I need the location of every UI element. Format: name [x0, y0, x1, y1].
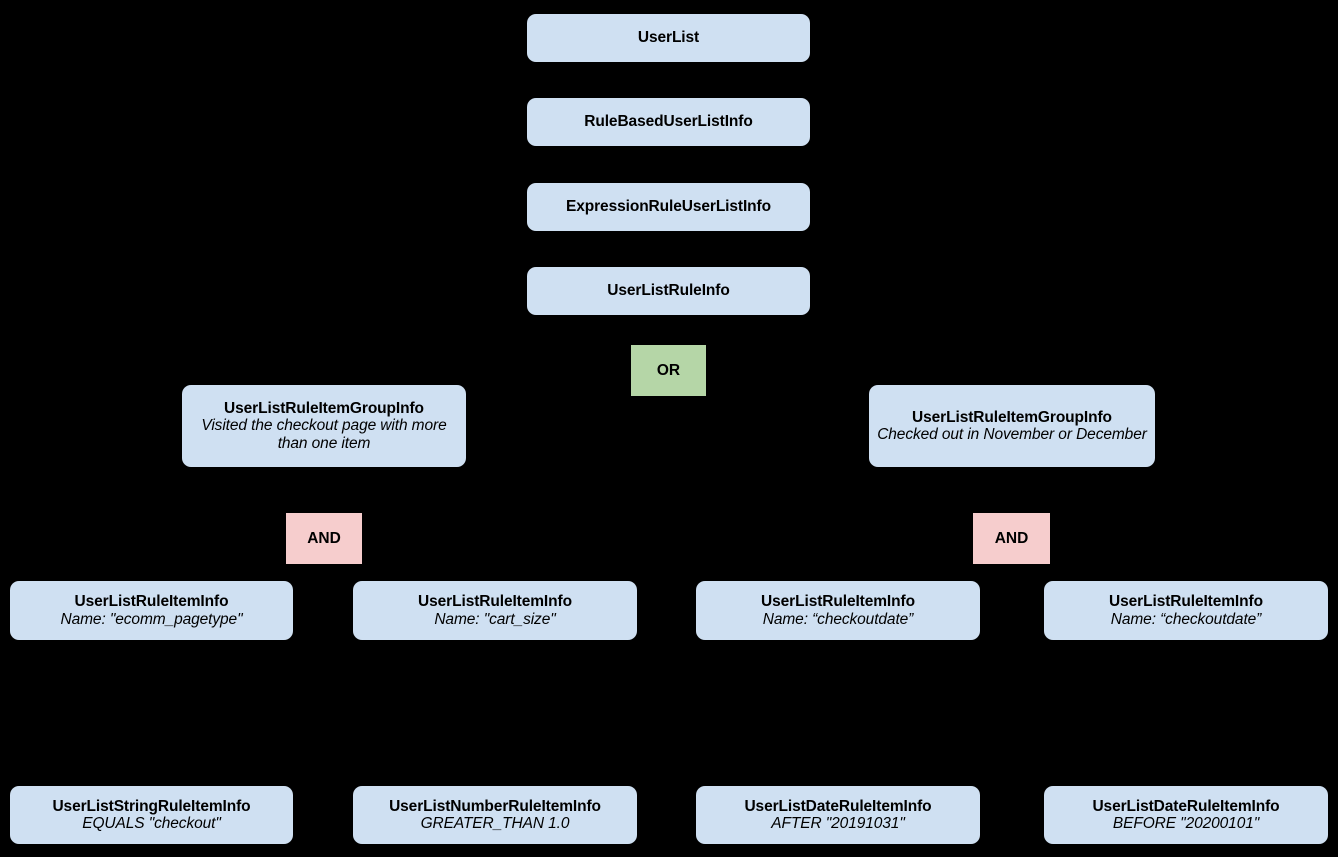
node-group-left[interactable]: UserListRuleItemGroupInfo Visited the ch…	[182, 385, 466, 467]
node-group-right[interactable]: UserListRuleItemGroupInfo Checked out in…	[869, 385, 1155, 467]
node-item-1-title: UserListRuleItemInfo	[74, 593, 229, 611]
edge-rulebased-to-expression	[667, 146, 669, 183]
edge-group-right-to-and	[1011, 467, 1013, 513]
node-item-4-subtitle: Name: “checkoutdate”	[1110, 610, 1262, 628]
edge-ruleinfo-to-or	[667, 315, 669, 345]
edge-item3-to-leaf3	[838, 640, 840, 786]
node-group-left-subtitle: Visited the checkout page with more than…	[201, 417, 447, 452]
edge-item2-to-leaf2	[495, 640, 497, 786]
node-item-4-title: UserListRuleItemInfo	[1109, 593, 1263, 611]
node-item-1[interactable]: UserListRuleItemInfo Name: "ecomm_pagety…	[10, 581, 293, 640]
node-leaf-2-subtitle: GREATER_THAN 1.0	[420, 815, 570, 832]
edge-or-branch-right-h	[667, 370, 1012, 372]
node-expression-rule-user-list-info[interactable]: ExpressionRuleUserListInfo	[527, 183, 810, 231]
and-left-label: AND	[307, 529, 341, 547]
node-leaf-4[interactable]: UserListDateRuleItemInfo BEFORE "2020010…	[1044, 786, 1328, 844]
node-item-2-title: UserListRuleItemInfo	[418, 593, 572, 611]
node-and-right[interactable]: AND	[973, 513, 1050, 564]
node-or-operator[interactable]: OR	[631, 345, 706, 396]
node-leaf-2[interactable]: UserListNumberRuleItemInfo GREATER_THAN …	[353, 786, 637, 844]
node-group-left-title: UserListRuleItemGroupInfo	[224, 399, 424, 417]
edge-item1-to-leaf1	[151, 640, 153, 786]
node-user-list[interactable]: UserList	[527, 14, 810, 62]
node-item-1-subtitle: Name: "ecomm_pagetype"	[60, 610, 243, 628]
arrowhead-group-left	[317, 377, 329, 385]
node-leaf-4-subtitle: BEFORE "20200101"	[1112, 815, 1260, 832]
node-leaf-1[interactable]: UserListStringRuleItemInfo EQUALS "check…	[10, 786, 293, 844]
edge-userlist-to-rulebased	[667, 62, 669, 98]
node-leaf-4-title: UserListDateRuleItemInfo	[1092, 797, 1280, 815]
node-expression-rule-user-list-info-title: ExpressionRuleUserListInfo	[566, 198, 771, 216]
node-rule-based-user-list-info-title: RuleBasedUserListInfo	[584, 113, 753, 131]
edge-and-right-to-item3	[838, 563, 840, 581]
node-user-list-title: UserList	[637, 29, 700, 47]
node-item-2-subtitle: Name: "cart_size"	[434, 610, 556, 628]
node-item-3-title: UserListRuleItemInfo	[761, 593, 915, 611]
node-group-right-title: UserListRuleItemGroupInfo	[912, 408, 1112, 426]
node-and-left[interactable]: AND	[286, 513, 362, 564]
node-group-right-subtitle: Checked out in November or December	[877, 426, 1147, 443]
edge-and-right-h	[838, 563, 1186, 565]
edge-or-branch-left-h	[323, 370, 667, 372]
edge-and-left-to-item2	[495, 563, 497, 581]
node-item-3[interactable]: UserListRuleItemInfo Name: “checkoutdate…	[696, 581, 980, 640]
node-item-2[interactable]: UserListRuleItemInfo Name: "cart_size"	[353, 581, 637, 640]
edge-group-left-to-and	[323, 467, 325, 513]
or-operator-label: OR	[656, 361, 681, 379]
edge-item4-to-leaf4	[1186, 640, 1188, 786]
edge-and-left-h	[151, 563, 496, 565]
arrowhead-group-right	[1005, 377, 1017, 385]
node-leaf-1-title: UserListStringRuleItemInfo	[52, 797, 251, 815]
node-user-list-rule-info-title: UserListRuleInfo	[607, 282, 730, 300]
node-leaf-1-subtitle: EQUALS "checkout"	[82, 815, 221, 832]
node-leaf-3-title: UserListDateRuleItemInfo	[744, 797, 932, 815]
node-leaf-3[interactable]: UserListDateRuleItemInfo AFTER "20191031…	[696, 786, 980, 844]
edge-and-right-to-item4	[1186, 563, 1188, 581]
node-leaf-3-subtitle: AFTER "20191031"	[771, 815, 905, 832]
node-rule-based-user-list-info[interactable]: RuleBasedUserListInfo	[527, 98, 810, 146]
node-user-list-rule-info[interactable]: UserListRuleInfo	[527, 267, 810, 315]
and-right-label: AND	[994, 529, 1029, 547]
edge-expression-to-ruleinfo	[667, 231, 669, 267]
edge-and-left-to-item1	[151, 563, 153, 581]
node-item-3-subtitle: Name: “checkoutdate”	[762, 610, 914, 628]
node-item-4[interactable]: UserListRuleItemInfo Name: “checkoutdate…	[1044, 581, 1328, 640]
node-leaf-2-title: UserListNumberRuleItemInfo	[389, 797, 601, 815]
